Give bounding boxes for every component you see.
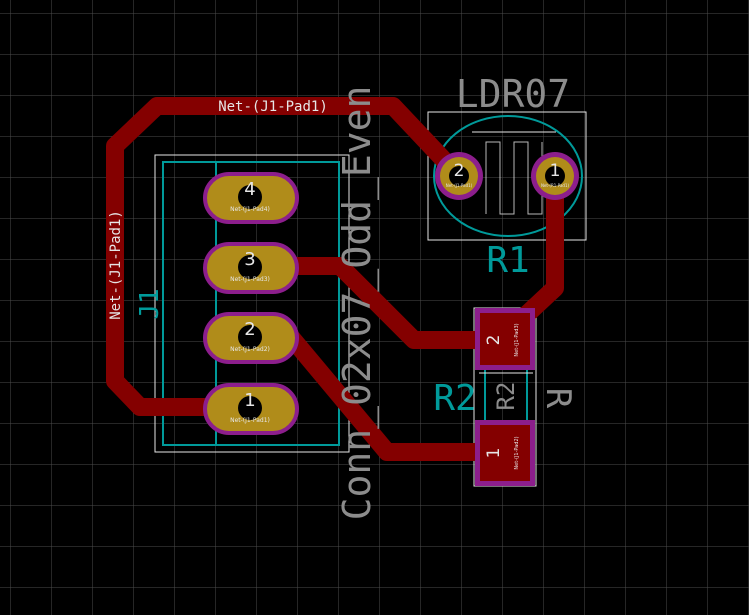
j1-pad-1-number: 1 (244, 390, 255, 411)
j1-pad-3[interactable] (203, 242, 299, 294)
r1-pad-2[interactable] (435, 152, 483, 200)
track-net-r1-pad1[interactable] (516, 167, 564, 325)
r2-reference-label: R2 (433, 378, 476, 419)
j1-value-label: Conn_02x07_Odd_Even (335, 86, 380, 521)
j1-footprint[interactable] (154, 154, 350, 453)
r1-pad-1-net: Net-(R1-Pad1) (541, 183, 570, 188)
j1-inner-outline (215, 161, 340, 446)
j1-pad-2[interactable] (203, 312, 299, 364)
j1-reference-label: J1 (135, 288, 165, 319)
j1-pad-4-net: Net-(J1-Pad4) (230, 206, 270, 213)
r1-pad-1-number: 1 (550, 161, 561, 181)
r2-silk-label: R2 (492, 382, 520, 411)
j1-pad-3-net: Net-(J1-Pad3) (230, 276, 270, 283)
r2-pad-1[interactable] (475, 420, 535, 486)
r1-pad-1[interactable] (531, 152, 579, 200)
r1-ldr-body (433, 115, 583, 237)
r1-value-label: LDR07 (456, 72, 570, 116)
r2-pad-1-net: Net-(J1-Pad2) (514, 436, 520, 469)
j1-pad-4[interactable] (203, 172, 299, 224)
r2-pad-1-number: 1 (484, 448, 504, 459)
j1-pad-1[interactable] (203, 383, 299, 435)
j1-pad-1-net: Net-(J1-Pad1) (230, 417, 270, 424)
j1-pad-2-number: 2 (244, 319, 255, 340)
r1-pad-2-number: 2 (454, 161, 465, 181)
net-label-left: Net-(J1-Pad1) (108, 210, 124, 320)
j1-pad-3-number: 3 (244, 249, 255, 270)
r2-value-label: R (538, 388, 578, 409)
r1-reference-label: R1 (486, 240, 529, 281)
j1-pad-2-net: Net-(J1-Pad2) (230, 346, 270, 353)
r2-pad-2-number: 2 (484, 335, 504, 346)
j1-pads (203, 172, 299, 435)
r2-pad-2[interactable] (475, 308, 535, 370)
r1-pad-2-net: Net-(J1-Pad1) (446, 183, 473, 188)
j1-pad-4-number: 4 (244, 179, 255, 200)
r1-ldr-zigzag (485, 141, 543, 215)
r1-footprint[interactable] (427, 111, 587, 241)
j1-courtyard (154, 154, 350, 453)
track-net-j1-pad1[interactable] (106, 97, 468, 416)
r1-courtyard (427, 111, 587, 241)
r2-pad-2-net: Net-(J1-Pad3) (514, 323, 520, 356)
net-label-top: Net-(J1-Pad1) (218, 99, 328, 115)
